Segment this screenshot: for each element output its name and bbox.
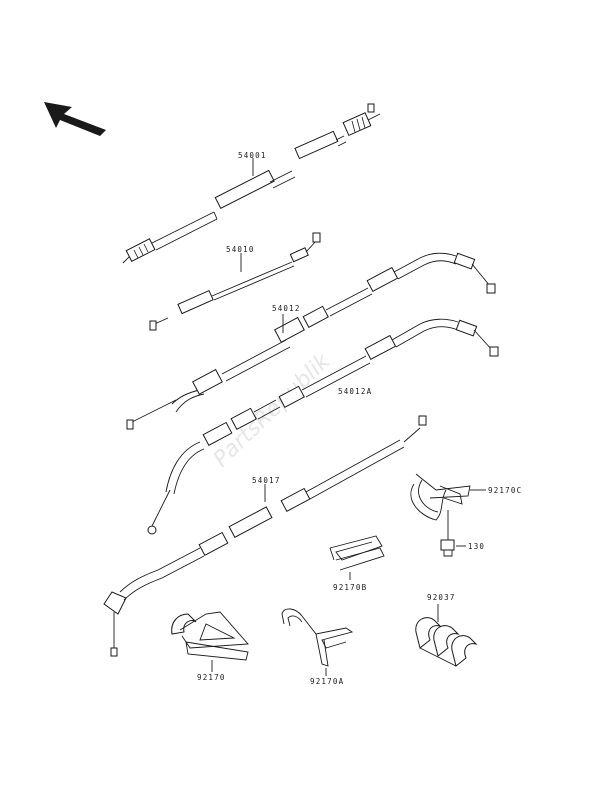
label-130: 130 bbox=[468, 542, 485, 551]
label-54010: 54010 bbox=[226, 245, 255, 254]
cable-54012A bbox=[147, 318, 499, 535]
clamp-92037 bbox=[415, 617, 478, 667]
label-54012: 54012 bbox=[272, 304, 301, 313]
bolt-130 bbox=[440, 510, 455, 557]
label-92170A: 92170A bbox=[310, 677, 344, 686]
watermark-text: PartsRepublik bbox=[209, 348, 336, 472]
cable-54001 bbox=[122, 103, 381, 264]
label-54001: 54001 bbox=[238, 151, 267, 160]
cable-54017 bbox=[103, 415, 427, 657]
clamp-92170 bbox=[171, 611, 249, 661]
label-92037: 92037 bbox=[427, 593, 456, 602]
direction-arrow-icon bbox=[44, 102, 106, 136]
label-92170B: 92170B bbox=[333, 583, 367, 592]
label-92170: 92170 bbox=[197, 673, 226, 682]
clamp-92170C bbox=[410, 473, 471, 521]
cable-54010 bbox=[149, 232, 321, 331]
clamp-92170B bbox=[329, 535, 385, 571]
cable-54012 bbox=[126, 252, 496, 430]
label-54017: 54017 bbox=[252, 476, 281, 485]
label-92170C: 92170C bbox=[488, 486, 522, 495]
clamp-92170A bbox=[281, 608, 354, 667]
label-54012A: 54012A bbox=[338, 387, 372, 396]
